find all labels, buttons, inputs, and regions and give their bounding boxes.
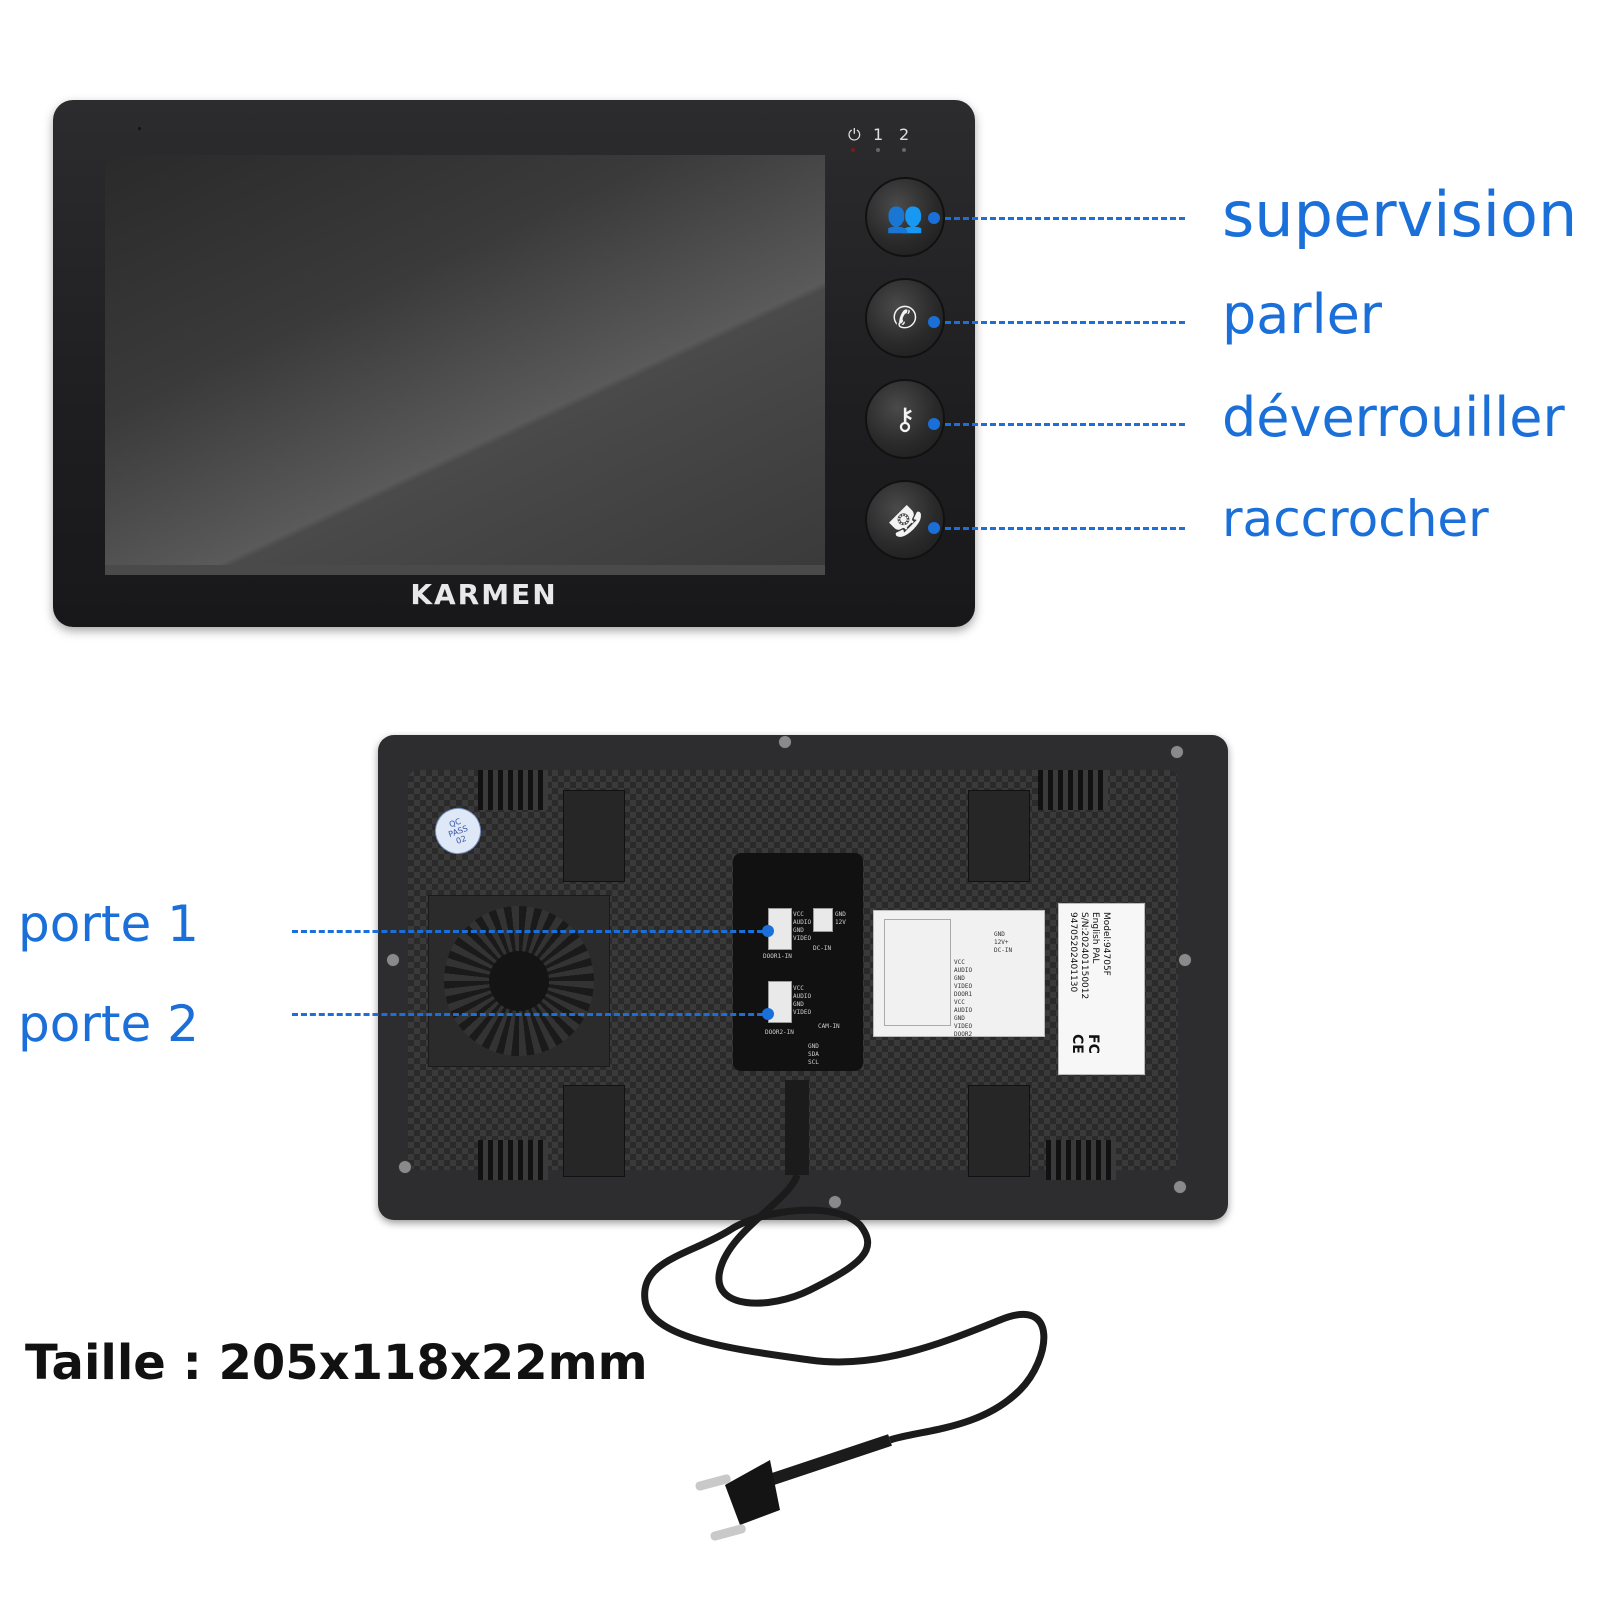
plug-neck	[768, 1434, 892, 1486]
label-parler: parler	[1222, 283, 1382, 346]
mount-bracket	[968, 1085, 1030, 1177]
screw	[1170, 745, 1184, 759]
vent	[1038, 770, 1108, 810]
diagram-box	[884, 919, 951, 1026]
callout-dot	[762, 1008, 774, 1020]
label-supervision: supervision	[1222, 178, 1578, 251]
hangup-icon: ☎	[879, 494, 931, 546]
screw	[828, 1195, 842, 1209]
vent	[478, 770, 548, 810]
callout-dot	[928, 418, 940, 430]
cable-strain-relief	[785, 1080, 809, 1175]
mount-bracket	[563, 1085, 625, 1177]
indicator-2-label: 2	[899, 125, 910, 144]
screw	[1178, 953, 1192, 967]
brand-logo: KARMEN	[410, 578, 558, 611]
screw	[1173, 1180, 1187, 1194]
door1-pins: VCC AUDIO GND VIDEO	[793, 911, 812, 942]
plug-pin	[710, 1524, 746, 1541]
diagram-power: GND 12V+ DC-IN	[994, 931, 1013, 954]
monitor-screen	[105, 155, 825, 575]
dc-port-name: DC-IN	[813, 945, 832, 952]
dc-pins: GND 12V	[835, 911, 846, 926]
callout-dot	[928, 522, 940, 534]
callout-line	[945, 321, 1185, 324]
vent	[1046, 1140, 1116, 1180]
screw	[778, 735, 792, 749]
callout-line	[292, 1013, 772, 1016]
label-porte-2: porte 2	[18, 995, 199, 1053]
door2-pins: VCC AUDIO GND VIDEO	[793, 985, 812, 1016]
callout-dot	[928, 316, 940, 328]
dc-connector	[813, 908, 833, 932]
speaker-grille	[428, 895, 610, 1067]
callout-dot	[928, 212, 940, 224]
callout-line	[945, 527, 1185, 530]
screw	[386, 953, 400, 967]
indicator-2-led	[902, 148, 906, 152]
key-icon: ⚷	[894, 401, 916, 437]
cable-wire	[641, 1173, 1048, 1444]
vent	[478, 1140, 548, 1180]
mount-bracket	[968, 790, 1030, 882]
door2-port-name: DOOR2-IN	[765, 1029, 794, 1036]
model-label-sticker: Model:94705F English PAL S/N:20240115001…	[1058, 903, 1145, 1075]
hangup-button[interactable]: ☎	[865, 480, 945, 560]
wiring-diagram-sticker: GND 12V+ DC-IN VCC AUDIO GND VIDEO DOOR1…	[873, 910, 1045, 1038]
indicator-1-led	[876, 148, 880, 152]
callout-line	[292, 930, 772, 933]
power-indicator-icon: ⏻	[848, 125, 861, 144]
callout-dot	[762, 925, 774, 937]
label-raccrocher: raccrocher	[1222, 490, 1489, 548]
mount-bracket	[563, 790, 625, 882]
unlock-button[interactable]: ⚷	[865, 379, 945, 459]
size-caption: Taille : 205x118x22mm	[25, 1335, 648, 1391]
door1-port-name: DOOR1-IN	[763, 953, 792, 960]
monitor-front: KARMEN ⏻ 1 2 👥 ✆ ⚷ ☎	[53, 100, 975, 627]
callout-line	[945, 423, 1185, 426]
speaker-center	[489, 951, 549, 1011]
cam-port-name: CAM-IN	[818, 1023, 840, 1030]
screw	[398, 1160, 412, 1174]
callout-line	[945, 217, 1185, 220]
model-info-text: Model:94705F English PAL S/N:20240115001…	[1068, 912, 1111, 1000]
diagram-door2: VCC AUDIO GND VIDEO DOOR2	[954, 999, 973, 1038]
plug-body-icon	[725, 1460, 780, 1525]
bus-pins: GND SDA SCL	[808, 1043, 819, 1066]
microphone-hole	[138, 127, 141, 130]
power-led	[851, 148, 855, 152]
users-icon: 👥	[886, 199, 924, 235]
monitor-back: VCC AUDIO GND VIDEO DOOR1-IN GND 12V DC-…	[378, 735, 1228, 1220]
handset-icon: ✆	[892, 300, 918, 336]
power-cable	[641, 1080, 1048, 1541]
connector-panel: VCC AUDIO GND VIDEO DOOR1-IN GND 12V DC-…	[733, 853, 863, 1071]
label-deverrouiller: déverrouiller	[1222, 386, 1565, 449]
plug-pin	[695, 1474, 731, 1491]
diagram-door1: VCC AUDIO GND VIDEO DOOR1	[954, 959, 973, 998]
indicator-1-label: 1	[873, 125, 884, 144]
label-porte-1: porte 1	[18, 895, 199, 953]
certification-marks: FC CE	[1069, 1034, 1101, 1054]
